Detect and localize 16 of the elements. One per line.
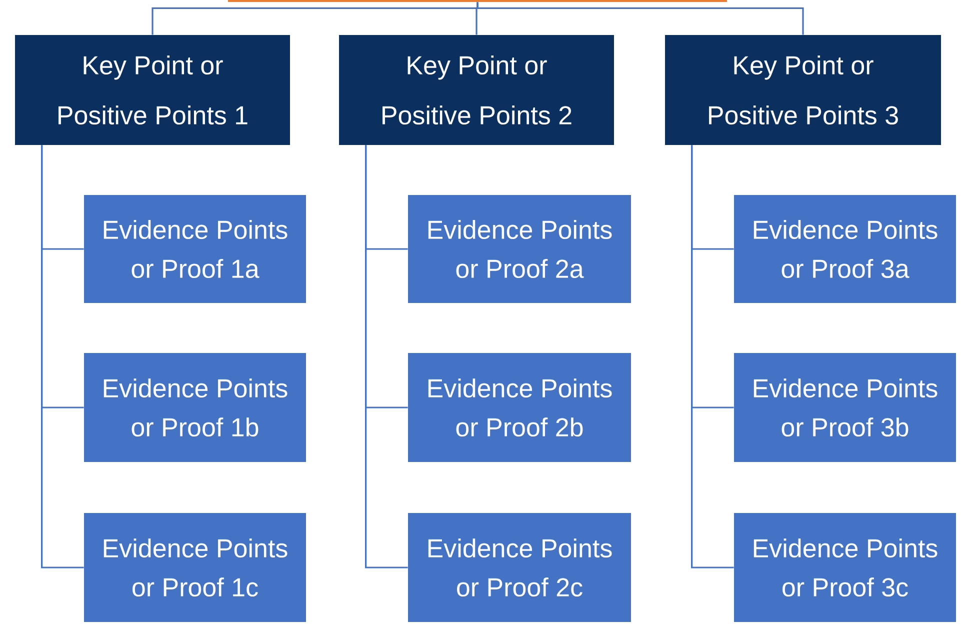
connector-line [365, 145, 408, 568]
evidence-box: Evidence Points or Proof 1c [84, 513, 306, 622]
evidence-box: Evidence Points or Proof 3a [734, 195, 956, 303]
evidence-box: Evidence Points or Proof 1b [84, 353, 306, 462]
key-point-box: Key Point or Positive Points 3 [665, 35, 941, 145]
connector-line [691, 145, 734, 568]
evidence-box: Evidence Points or Proof 2b [408, 353, 631, 462]
evidence-box: Evidence Points or Proof 3b [734, 353, 956, 462]
connector-line [476, 2, 804, 35]
key-point-box: Key Point or Positive Points 1 [15, 35, 290, 145]
connector-line [41, 145, 84, 568]
evidence-box: Evidence Points or Proof 2c [408, 513, 631, 622]
key-point-box: Key Point or Positive Points 2 [339, 35, 614, 145]
evidence-box: Evidence Points or Proof 3c [734, 513, 956, 622]
evidence-box: Evidence Points or Proof 2a [408, 195, 631, 303]
evidence-box: Evidence Points or Proof 1a [84, 195, 306, 303]
